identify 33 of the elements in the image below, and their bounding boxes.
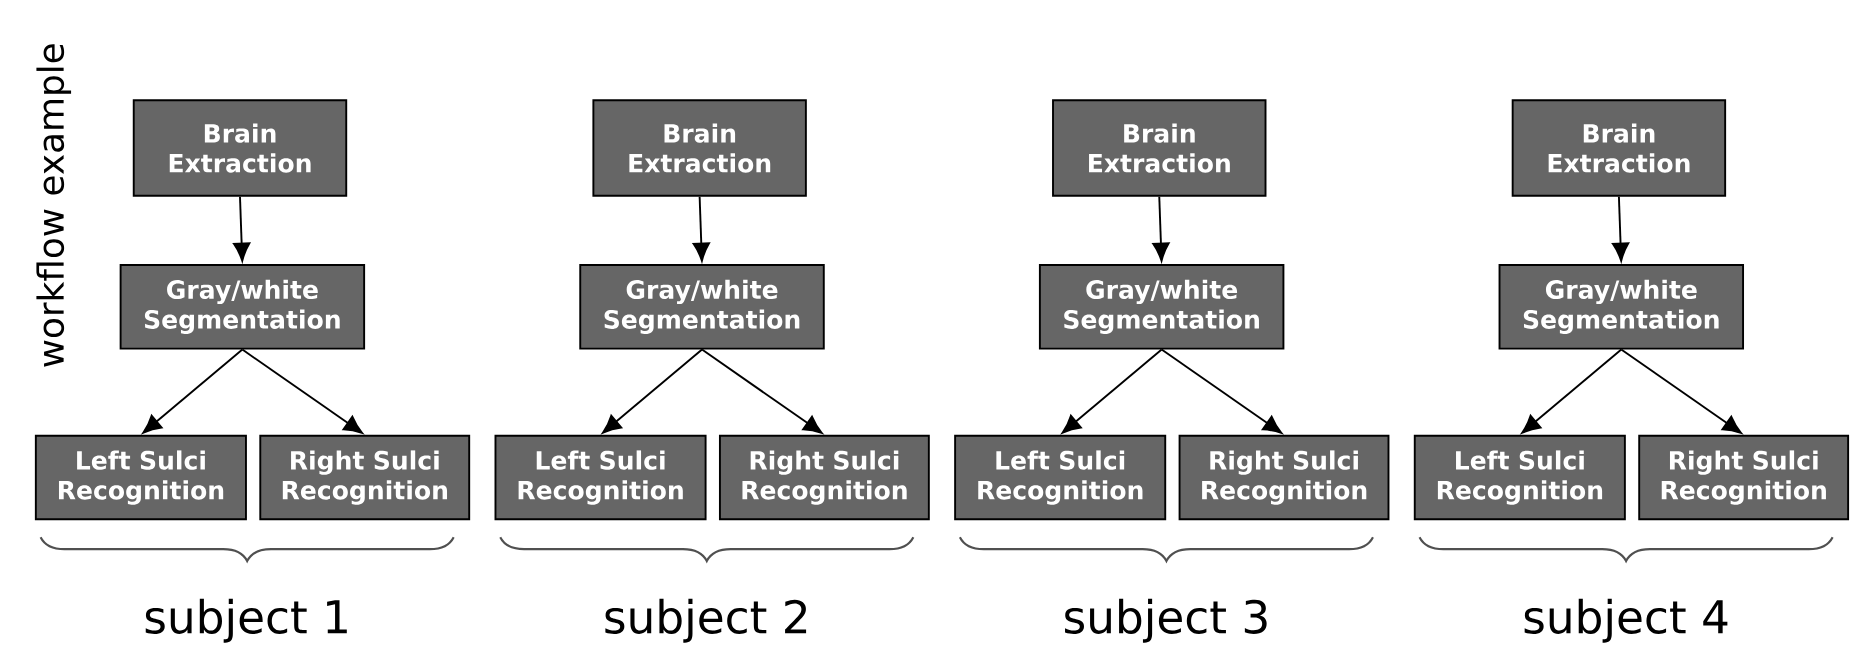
process-box: Brain Extraction bbox=[1511, 99, 1727, 197]
arrow bbox=[1620, 348, 1742, 434]
subject-label: subject 4 bbox=[1524, 598, 1728, 643]
process-box: Left Sulci Recognition bbox=[34, 434, 247, 521]
process-box: Gray/white Segmentation bbox=[1498, 264, 1745, 350]
process-box: Gray/white Segmentation bbox=[1038, 264, 1285, 350]
axis-title: workflow example bbox=[36, 44, 72, 367]
arrow bbox=[232, 195, 251, 262]
arrow bbox=[1521, 348, 1623, 434]
process-box: Left Sulci Recognition bbox=[954, 434, 1167, 521]
arrow bbox=[692, 195, 710, 262]
process-box: Right Sulci Recognition bbox=[1178, 434, 1390, 521]
process-box: Left Sulci Recognition bbox=[494, 434, 707, 521]
arrow bbox=[142, 348, 244, 434]
arrow bbox=[1152, 195, 1170, 262]
process-box: Gray/white Segmentation bbox=[579, 264, 825, 350]
process-box: Right Sulci Recognition bbox=[718, 434, 930, 521]
arrow bbox=[701, 348, 823, 434]
arrow bbox=[602, 348, 703, 434]
subject-label: subject 2 bbox=[605, 598, 807, 643]
arrow bbox=[1611, 195, 1630, 262]
subject-label: subject 3 bbox=[1065, 598, 1267, 643]
process-box: Brain Extraction bbox=[132, 99, 348, 197]
process-box: Right Sulci Recognition bbox=[259, 434, 471, 521]
process-box: Brain Extraction bbox=[1052, 99, 1267, 197]
arrow bbox=[1061, 348, 1163, 434]
arrow bbox=[1160, 348, 1283, 434]
process-box: Brain Extraction bbox=[592, 99, 807, 197]
process-box: Left Sulci Recognition bbox=[1413, 434, 1626, 521]
arrow bbox=[241, 348, 363, 434]
subject-label: subject 1 bbox=[145, 598, 347, 643]
process-box: Right Sulci Recognition bbox=[1638, 434, 1850, 521]
process-box: Gray/white Segmentation bbox=[119, 264, 366, 350]
